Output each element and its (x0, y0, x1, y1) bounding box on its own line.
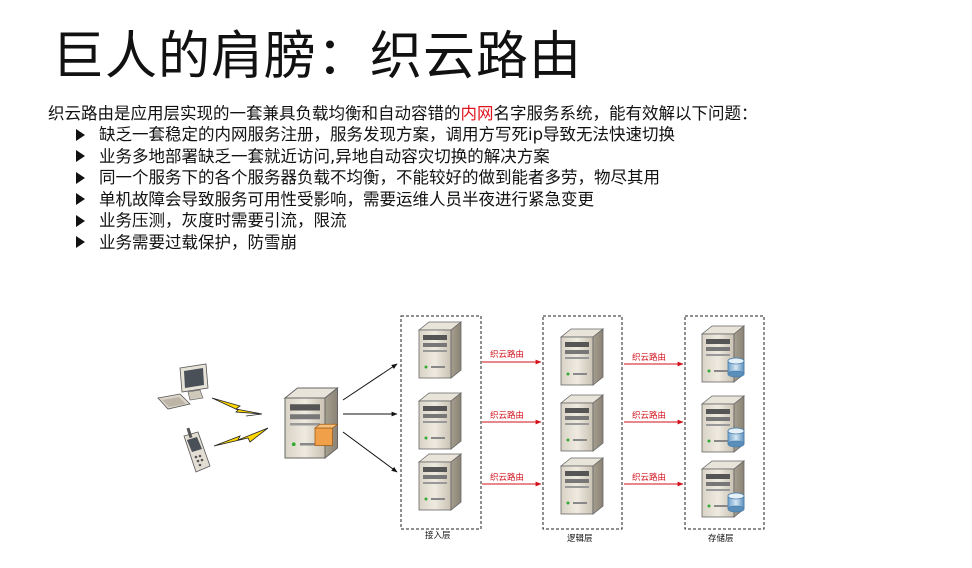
page-title: 巨人的肩膀：织云路由 (52, 27, 583, 87)
bullet-text: 业务多地部署缺乏一套就近访问,异地自动容灾切换的解决方案 (99, 146, 550, 166)
gateway-arrow-bottom (342, 431, 398, 473)
storage-layer-box (684, 315, 765, 530)
bullet-arrow-icon (76, 150, 85, 163)
logic-server-icon (560, 394, 604, 452)
access-server-icon (418, 453, 462, 511)
gateway-server-icon (284, 387, 339, 459)
bullet-arrow-icon (76, 214, 85, 227)
route-label: 织云路由 (632, 472, 666, 483)
database-server-icon (702, 326, 744, 382)
route-label: 织云路由 (490, 349, 524, 360)
list-item: 业务压测，灰度时需要引流，限流 (76, 210, 675, 232)
storage-layer-label: 存储层 (708, 533, 734, 544)
gateway-arrow-top (342, 363, 398, 401)
list-item: 业务需要过载保护，防雪崩 (76, 232, 675, 254)
bullet-text: 同一个服务下的各个服务器负载不均衡，不能较好的做到能者多劳，物尽其用 (99, 168, 660, 187)
intro-text: 织云路由是应用层实现的一套兼具负载均衡和自动容错的内网名字服务系统，能有效解以下… (48, 100, 758, 124)
bullet-arrow-icon (76, 193, 85, 206)
bullet-arrow-icon (76, 171, 85, 184)
database-server-icon (702, 461, 744, 517)
bullet-arrow-icon (76, 236, 85, 249)
list-item: 业务多地部署缺乏一套就近访问,异地自动容灾切换的解决方案 (76, 146, 675, 168)
access-layer-box (400, 315, 482, 530)
desktop-computer-icon (157, 363, 209, 410)
route-label: 织云路由 (490, 472, 524, 483)
bullet-arrow-icon (76, 128, 85, 141)
access-server-icon (418, 392, 462, 450)
bullet-text: 业务压测，灰度时需要引流，限流 (99, 211, 347, 230)
bullet-text: 缺乏一套稳定的内网服务注册，服务发现方案，调用方写死ip导致无法快速切换 (99, 125, 676, 144)
logic-layer-label: 逻辑层 (567, 533, 593, 544)
mobile-phone-icon (183, 427, 211, 473)
logic-layer-box (542, 315, 623, 530)
logic-server-icon (560, 328, 604, 386)
bullet-text: 单机故障会导致服务可用性受影响，需要运维人员半夜进行紧急变更 (99, 189, 594, 209)
problem-list: 缺乏一套稳定的内网服务注册，服务发现方案，调用方写死ip导致无法快速切换 业务多… (76, 124, 675, 253)
bullet-text: 业务需要过载保护，防雪崩 (99, 232, 297, 252)
route-label: 织云路由 (632, 410, 666, 421)
route-label: 织云路由 (632, 352, 666, 363)
intro-prefix: 织云路由是应用层实现的一套兼具负载均衡和自动容错的 (48, 104, 461, 123)
list-item: 单机故障会导致服务可用性受影响，需要运维人员半夜进行紧急变更 (76, 189, 675, 211)
intro-highlight: 内网 (460, 104, 494, 123)
intro-suffix: 名字服务系统，能有效解以下问题： (493, 104, 758, 123)
access-server-icon (418, 321, 462, 379)
route-label: 织云路由 (490, 410, 524, 421)
database-server-icon (702, 396, 744, 452)
logic-server-icon (560, 457, 604, 515)
access-layer-label: 接入层 (425, 530, 451, 541)
list-item: 同一个服务下的各个服务器负载不均衡，不能较好的做到能者多劳，物尽其用 (76, 167, 675, 189)
list-item: 缺乏一套稳定的内网服务注册，服务发现方案，调用方写死ip导致无法快速切换 (76, 124, 675, 146)
lightning-bolt-icon (211, 397, 269, 447)
